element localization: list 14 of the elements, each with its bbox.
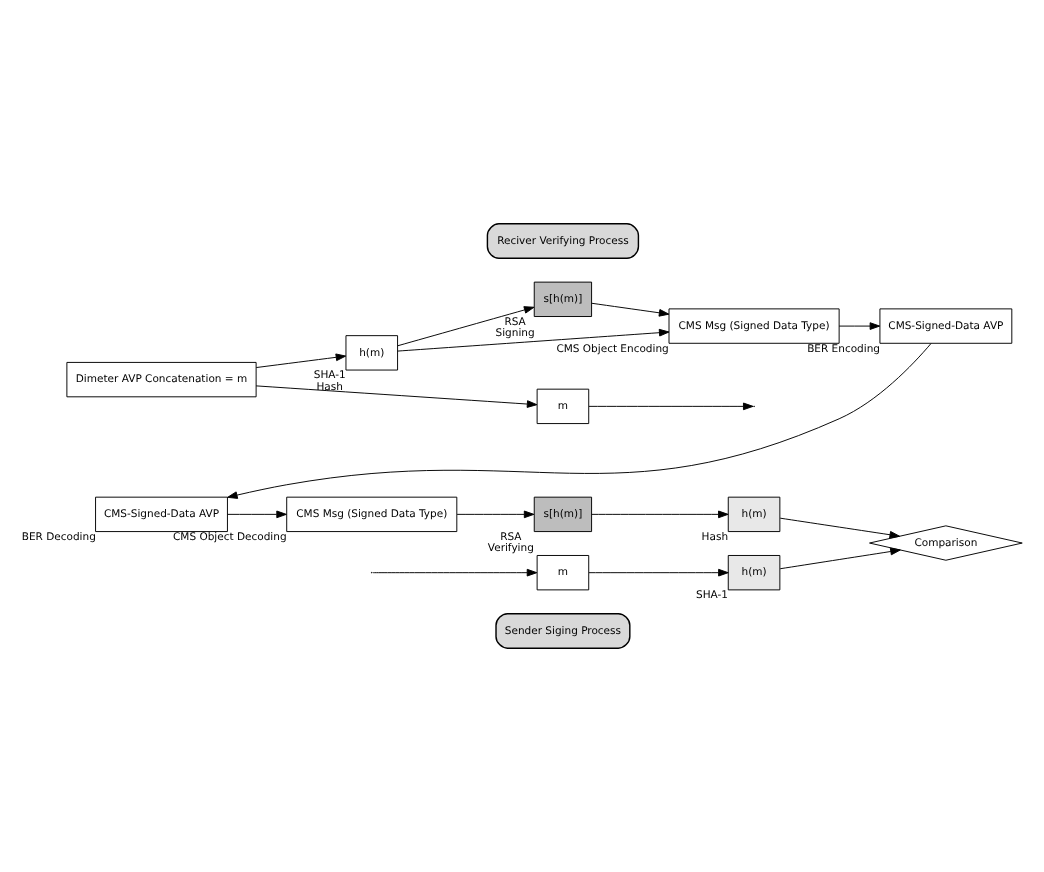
arrow <box>227 343 932 499</box>
arrow <box>397 306 535 347</box>
arrow <box>838 322 881 330</box>
arrow <box>591 302 670 317</box>
arrow <box>255 353 347 369</box>
arrow <box>591 510 729 519</box>
arrow <box>588 568 729 577</box>
arrow <box>779 517 900 539</box>
arrow <box>456 510 535 519</box>
arrow <box>255 385 538 408</box>
arrow <box>227 510 287 519</box>
arrow <box>779 547 901 570</box>
arrow <box>372 568 538 577</box>
arrow <box>397 328 670 352</box>
